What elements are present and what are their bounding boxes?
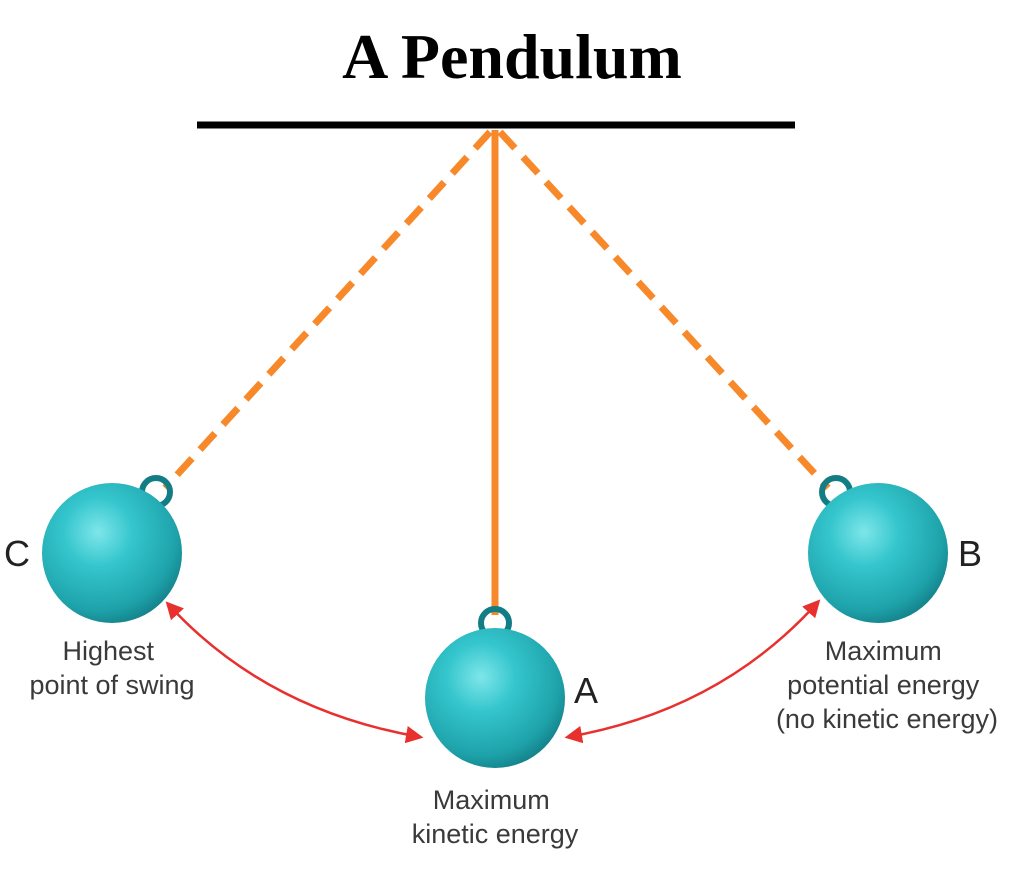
bob-b-ball (808, 483, 948, 623)
bob-b (808, 475, 948, 623)
caption-c-line: point of swing (29, 670, 194, 700)
string-b-dashed (497, 129, 831, 491)
caption-b: Maximum potential energy (no kinetic ene… (776, 636, 998, 734)
caption-b-line: (no kinetic energy) (776, 704, 998, 734)
page-title: A Pendulum (342, 21, 682, 92)
caption-a-line: Maximum (433, 785, 550, 815)
caption-c: Highest point of swing (29, 636, 194, 700)
caption-a-line: kinetic energy (412, 819, 579, 849)
label-letter-c: C (4, 533, 30, 574)
label-letter-b: B (958, 533, 982, 574)
bob-c (42, 475, 182, 623)
bob-a (425, 606, 565, 768)
bob-c-ball (42, 483, 182, 623)
caption-b-line: potential energy (787, 670, 980, 700)
caption-a: Maximum kinetic energy (412, 785, 579, 849)
arrow-c-to-a (165, 601, 424, 744)
arrow-b-to-a (564, 599, 821, 744)
caption-b-line: Maximum (825, 636, 942, 666)
label-letter-a: A (574, 670, 598, 711)
caption-c-line: Highest (62, 636, 154, 666)
string-c-dashed (162, 129, 493, 491)
bob-a-ball (425, 628, 565, 768)
